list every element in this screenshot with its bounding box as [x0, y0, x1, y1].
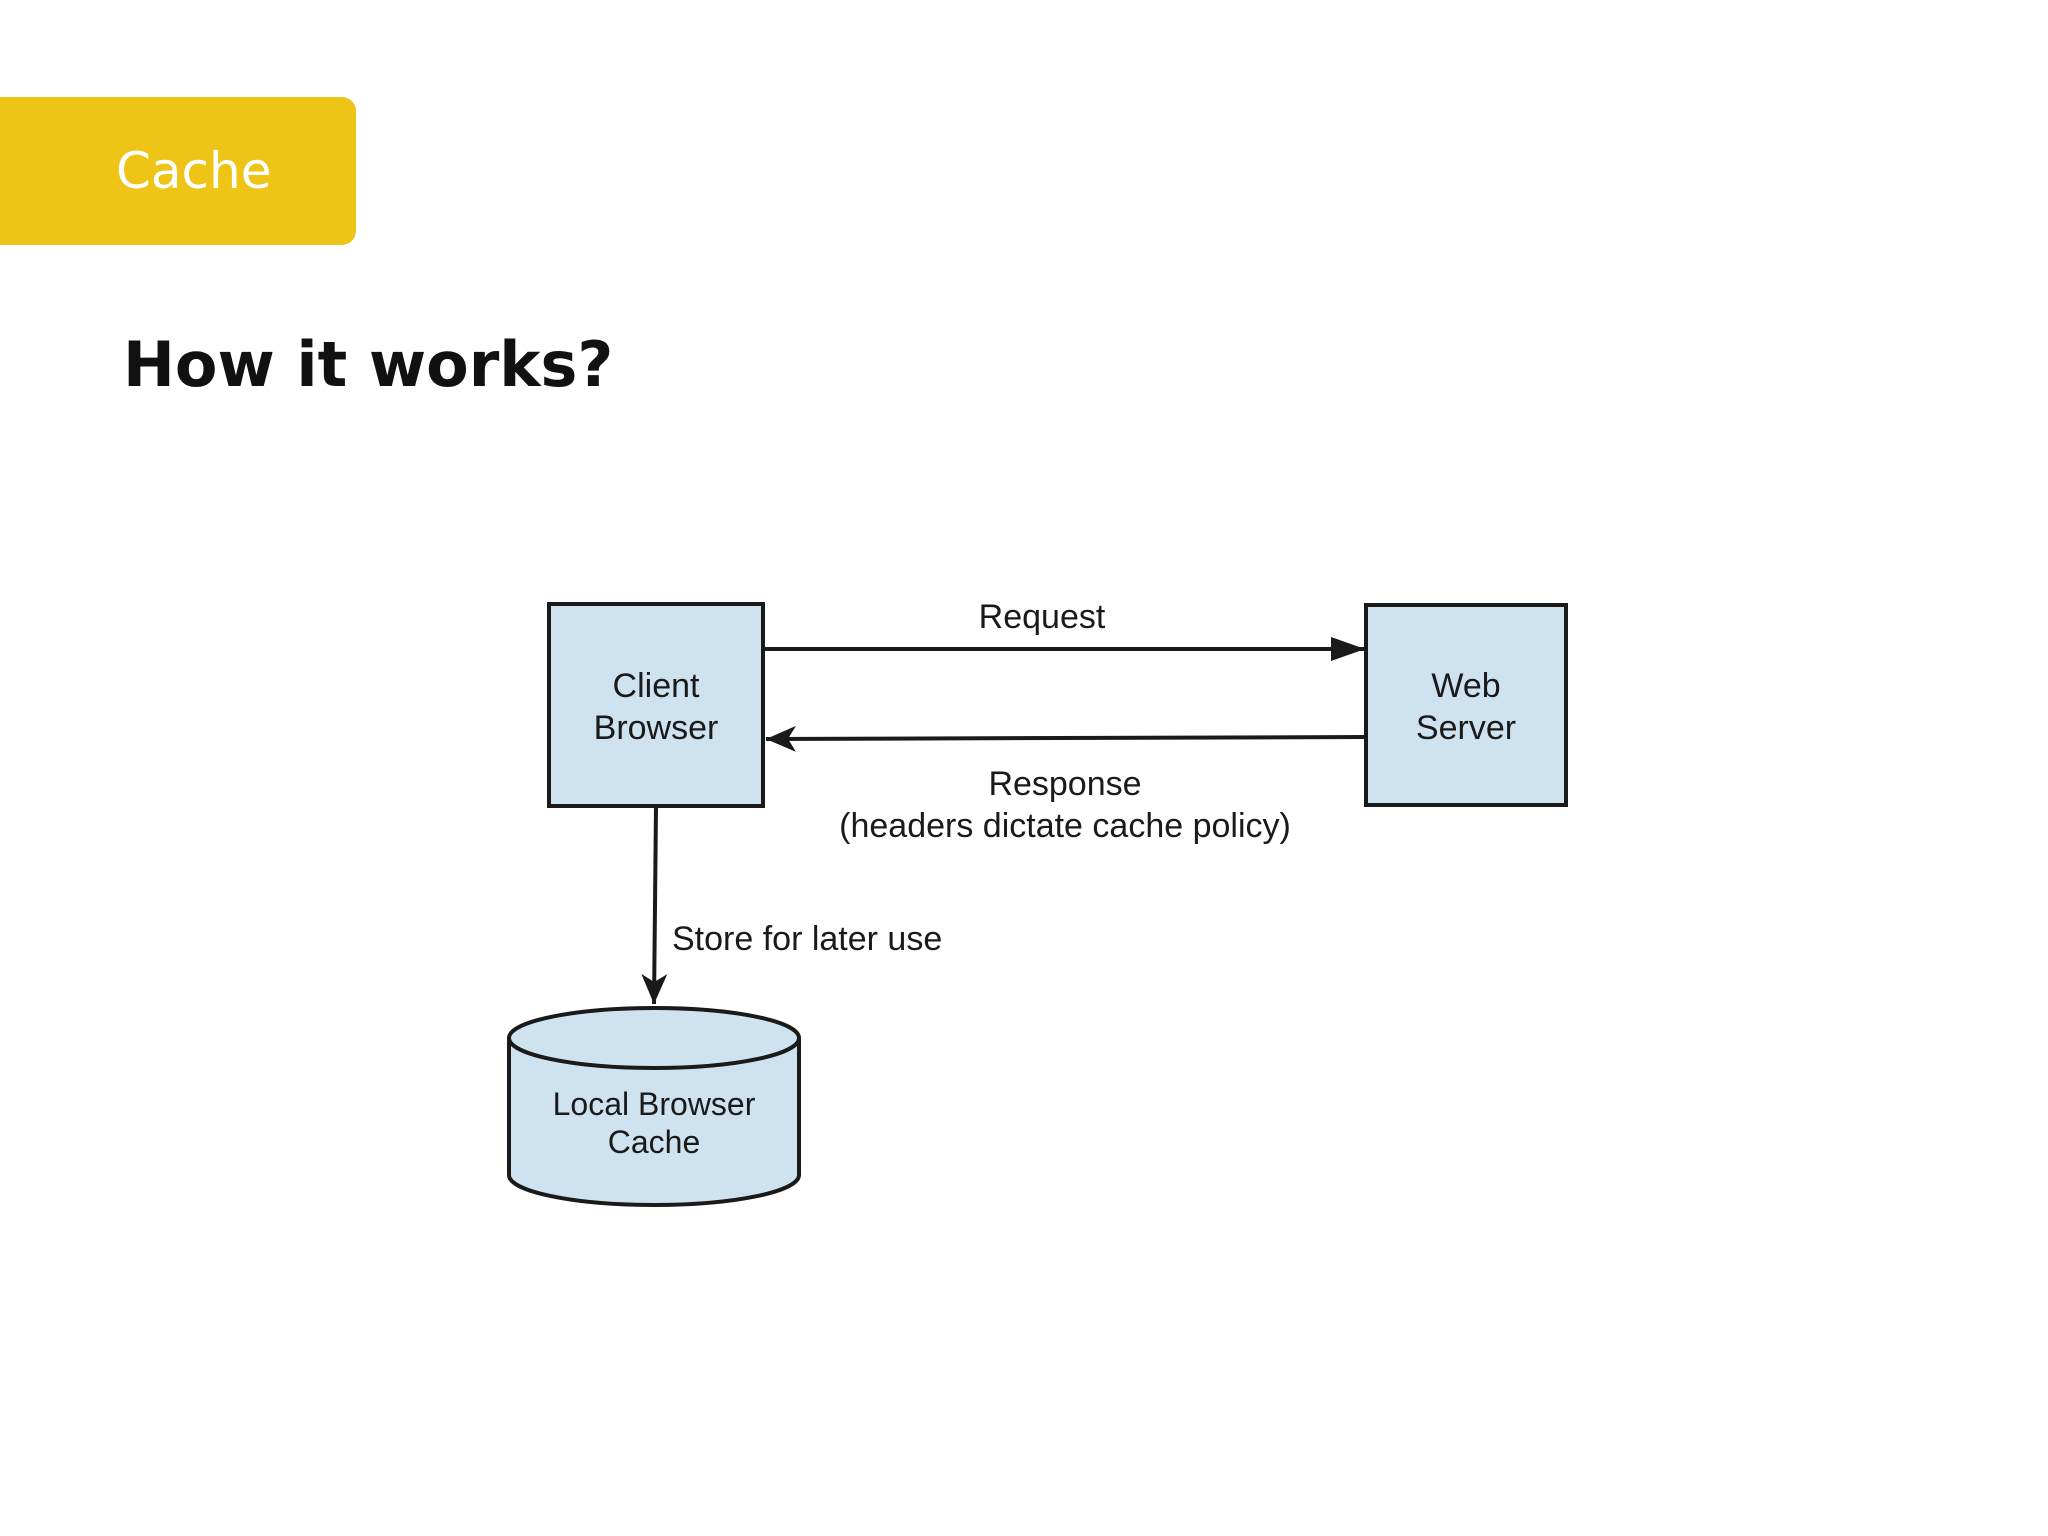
client-browser-label-line1: Client	[613, 667, 700, 705]
response-label: Response	[988, 765, 1141, 803]
section-tag-label: Cache	[116, 142, 272, 200]
cache-cylinder-body	[507, 1038, 801, 1207]
store-label: Store for later use	[672, 920, 942, 958]
web-server-box	[1364, 603, 1568, 807]
request-label: Request	[979, 598, 1106, 636]
store-arrow	[641, 805, 668, 1005]
client-browser-node: Client Browser	[547, 602, 765, 808]
client-browser-box	[547, 602, 765, 808]
web-server-node: Web Server	[1364, 603, 1568, 807]
store-edge: Store for later use	[641, 805, 942, 1005]
local-cache-node: Local Browser Cache	[507, 1006, 801, 1207]
request-edge: Request	[763, 598, 1365, 661]
cache-label-line1: Local Browser	[553, 1086, 756, 1122]
response-arrow	[765, 725, 1367, 752]
section-tag: Cache	[0, 97, 356, 245]
client-browser-label-line2: Browser	[594, 709, 719, 747]
response-note-label: (headers dictate cache policy)	[839, 807, 1291, 845]
slide-title: How it works?	[123, 328, 614, 401]
response-edge: Response (headers dictate cache policy)	[765, 725, 1367, 845]
web-server-label-line1: Web	[1431, 667, 1500, 705]
web-server-label-line2: Server	[1416, 709, 1516, 747]
cache-cylinder-top	[507, 1006, 801, 1070]
cache-label-line2: Cache	[608, 1124, 701, 1160]
